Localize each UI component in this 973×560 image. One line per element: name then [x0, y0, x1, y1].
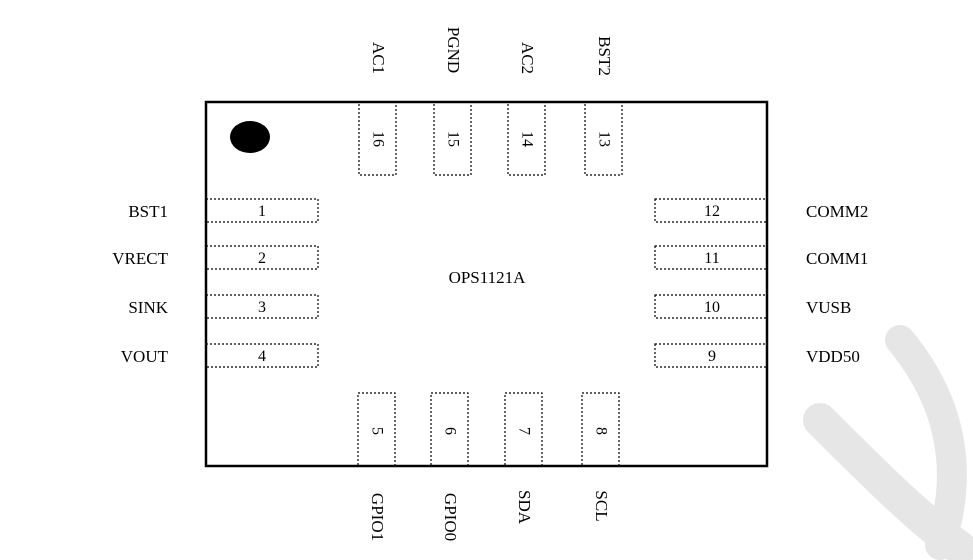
pad: [205, 198, 319, 223]
pin-number: 12: [704, 203, 720, 220]
pad: [433, 101, 472, 176]
pin-number: 1: [258, 203, 266, 220]
pin-label: SCL: [592, 490, 611, 521]
pin-number: 8: [592, 427, 609, 435]
pin-12: 12 COMM2: [654, 198, 868, 223]
pin-number: 16: [369, 131, 386, 147]
pin-10: 10 VUSB: [654, 294, 851, 319]
pin-number: 5: [368, 427, 385, 435]
pin-number: 11: [704, 250, 719, 267]
pad: [654, 198, 768, 223]
pin-label: GPIO0: [441, 493, 460, 541]
pin-5: 5 GPIO1: [357, 392, 396, 541]
pin-15: 15 PGND: [433, 27, 472, 176]
pin-label: PGND: [444, 27, 463, 73]
pad: [358, 101, 397, 176]
pin-7: 7 SDA: [504, 392, 543, 525]
pin-13: 13 BST2: [584, 36, 623, 176]
pin1-indicator-dot: [230, 121, 270, 153]
pin-1: 1 BST1: [128, 198, 319, 223]
pin-number: 13: [595, 131, 612, 147]
pin-number: 9: [708, 348, 716, 365]
pin-2: 2 VRECT: [112, 245, 319, 270]
pad: [654, 294, 768, 319]
pin-label: SDA: [515, 490, 534, 525]
pad: [205, 343, 319, 368]
pad: [581, 392, 620, 467]
pin-4: 4 VOUT: [121, 343, 319, 368]
pin-label: VUSB: [806, 298, 851, 317]
pad: [357, 392, 396, 467]
pin-number: 14: [518, 131, 535, 147]
pin-label: COMM2: [806, 202, 868, 221]
pin-label: BST1: [128, 202, 168, 221]
pad: [205, 294, 319, 319]
pad: [507, 101, 546, 176]
pin-label: AC2: [518, 42, 537, 74]
pin-number: 3: [258, 299, 266, 316]
pin-label: VRECT: [112, 249, 168, 268]
pad: [654, 343, 768, 368]
pin-label: COMM1: [806, 249, 868, 268]
pin-label: SINK: [128, 298, 168, 317]
pin-3: 3 SINK: [128, 294, 319, 319]
pin-label: BST2: [595, 36, 614, 76]
pin-9: 9 VDD50: [654, 343, 860, 368]
pin-label: AC1: [369, 42, 388, 74]
pin-number: 2: [258, 250, 266, 267]
pad: [430, 392, 469, 467]
pin-number: 7: [515, 427, 532, 435]
pin-11: 11 COMM1: [654, 245, 868, 270]
pin-8: 8 SCL: [581, 392, 620, 522]
pad: [504, 392, 543, 467]
pin-label: GPIO1: [368, 493, 387, 541]
package-body: [204, 100, 769, 468]
pad: [584, 101, 623, 176]
pin-label: VDD50: [806, 347, 860, 366]
pin-14: 14 AC2: [507, 42, 546, 176]
watermark: [803, 325, 973, 560]
pin-number: 6: [441, 427, 458, 435]
pad: [205, 245, 319, 270]
pin-16: 16 AC1: [358, 42, 397, 176]
pad: [654, 245, 768, 270]
pin-number: 4: [258, 348, 266, 365]
pin-label: VOUT: [121, 347, 169, 366]
pin-number: 10: [704, 299, 720, 316]
chip-label: OPS1121A: [449, 268, 527, 287]
pin-6: 6 GPIO0: [430, 392, 469, 541]
pin-number: 15: [444, 131, 461, 147]
